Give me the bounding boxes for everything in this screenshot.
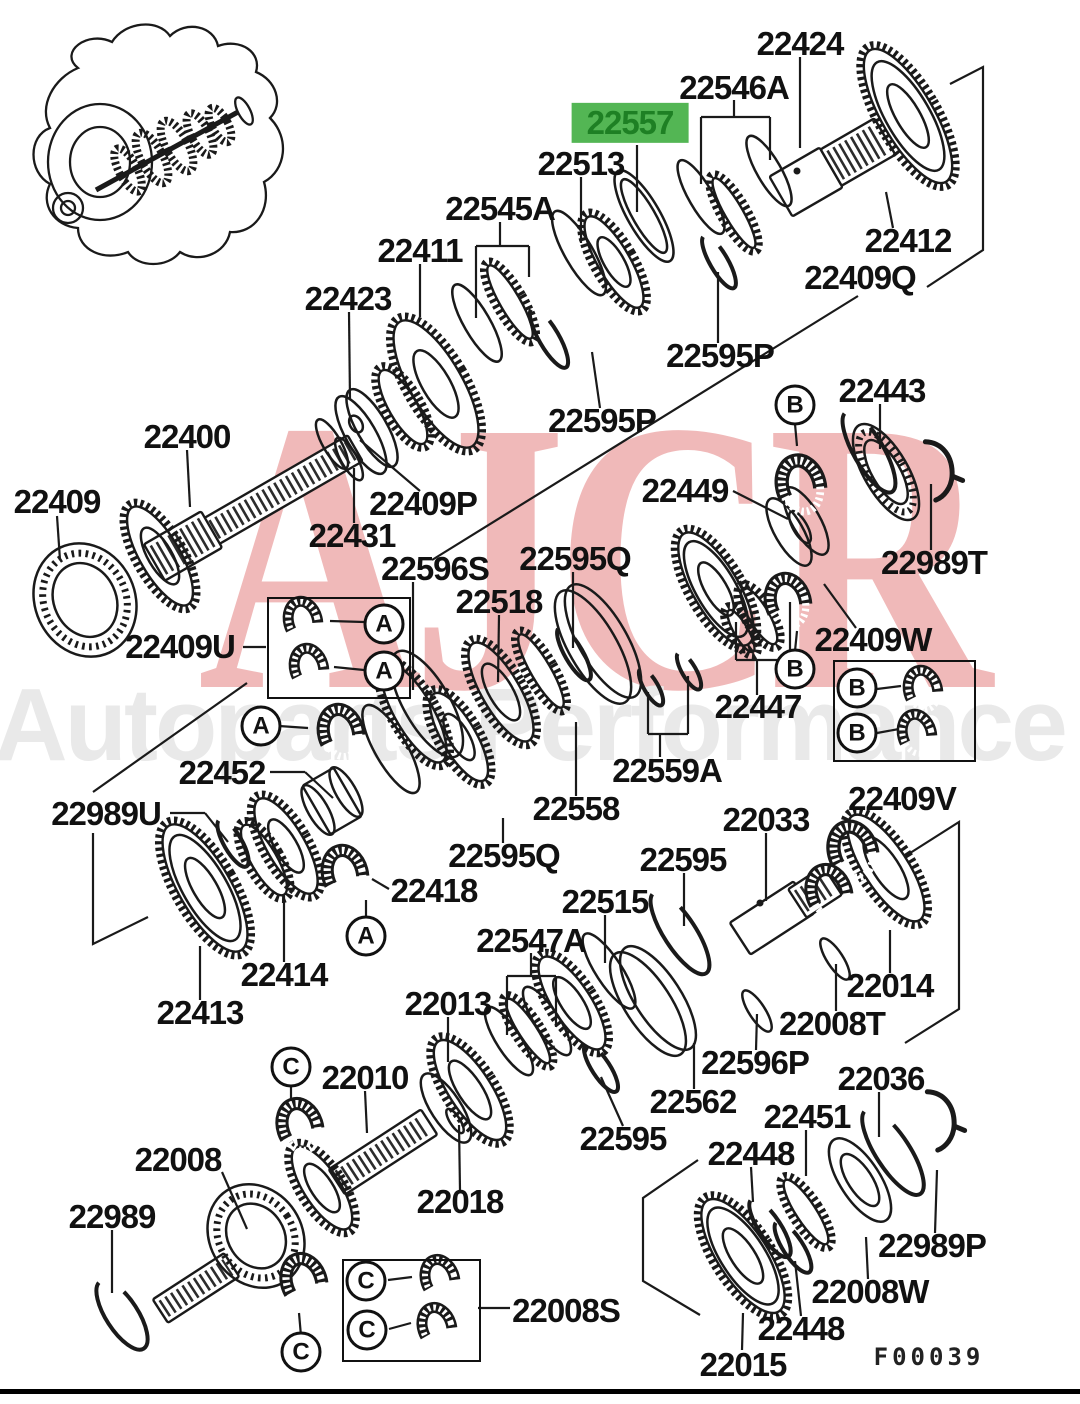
part-label-22452[interactable]: 22452 [178,753,267,791]
part-label-22418[interactable]: 22418 [390,871,479,909]
part-label-22595[interactable]: 22595 [639,840,728,878]
part-label-22423[interactable]: 22423 [304,279,393,317]
part-label-22518[interactable]: 22518 [455,582,544,620]
part-label-22400[interactable]: 22400 [143,417,232,455]
part-label-22015[interactable]: 22015 [699,1345,788,1383]
part-label-22008T[interactable]: 22008T [779,1004,886,1042]
part-label-22409Q[interactable]: 22409Q [804,258,916,296]
part-label-22008[interactable]: 22008 [134,1140,223,1178]
part-label-22989U[interactable]: 22989U [51,794,162,832]
part-label-22413[interactable]: 22413 [156,993,245,1031]
bearing-set-box [342,1259,481,1362]
part-label-22558[interactable]: 22558 [532,789,621,827]
part-label-22595P[interactable]: 22595P [548,401,657,439]
part-label-22008W[interactable]: 22008W [811,1272,930,1310]
bottom-rule [0,1389,1080,1394]
part-label-22989[interactable]: 22989 [68,1197,157,1235]
part-label-22036[interactable]: 22036 [837,1059,926,1097]
part-label-22562[interactable]: 22562 [649,1082,738,1120]
part-label-22448[interactable]: 22448 [707,1134,796,1172]
transmission-overview-inset [32,23,285,266]
part-label-22013[interactable]: 22013 [404,984,493,1022]
callout-c-badge: C [270,1046,312,1088]
part-label-22014[interactable]: 22014 [846,966,935,1004]
figure-code: F00039 [873,1342,985,1371]
part-label-22010[interactable]: 22010 [321,1058,410,1096]
part-label-22545A[interactable]: 22545A [445,189,556,227]
part-label-22559A[interactable]: 22559A [612,751,723,789]
bearing-set-box [833,660,976,762]
callout-b-badge: B [774,648,816,690]
part-label-22443[interactable]: 22443 [838,371,927,409]
part-label-22409[interactable]: 22409 [13,482,102,520]
part-label-22546A[interactable]: 22546A [679,68,790,106]
part-label-22431[interactable]: 22431 [308,516,397,554]
part-label-22596P[interactable]: 22596P [701,1043,810,1081]
part-label-22557[interactable]: 22557 [571,102,689,144]
part-label-22595Q[interactable]: 22595Q [519,539,631,577]
callout-c-badge: C [280,1331,322,1373]
part-label-22989T[interactable]: 22989T [881,543,988,581]
part-label-22547A[interactable]: 22547A [476,921,587,959]
callout-a-badge: A [363,603,405,645]
part-label-22033[interactable]: 22033 [722,800,811,838]
part-label-22595[interactable]: 22595 [579,1119,668,1157]
part-label-22596S[interactable]: 22596S [381,549,490,587]
part-label-22424[interactable]: 22424 [756,24,845,62]
callout-c-badge: C [346,1309,388,1351]
callout-a-badge: A [240,705,282,747]
leader-lines [55,57,985,1351]
part-label-22008S[interactable]: 22008S [512,1291,621,1329]
part-label-22513[interactable]: 22513 [537,144,626,182]
part-label-22412[interactable]: 22412 [864,221,953,259]
part-label-22451[interactable]: 22451 [763,1097,852,1135]
part-label-22595P[interactable]: 22595P [666,336,775,374]
callout-c-badge: C [345,1260,387,1302]
callout-a-badge: A [363,650,405,692]
part-label-22448[interactable]: 22448 [757,1309,846,1347]
part-label-22409W[interactable]: 22409W [814,620,933,658]
part-label-22447[interactable]: 22447 [714,687,803,725]
callout-b-badge: B [836,667,878,709]
part-label-22414[interactable]: 22414 [240,955,329,993]
part-label-22989P[interactable]: 22989P [878,1226,987,1264]
part-label-22515[interactable]: 22515 [561,882,650,920]
callout-b-badge: B [774,384,816,426]
part-label-22411[interactable]: 22411 [377,231,464,269]
part-label-22409U[interactable]: 22409U [125,627,236,665]
part-label-22595Q[interactable]: 22595Q [448,836,560,874]
callout-a-badge: A [345,915,387,957]
callout-b-badge: B [836,712,878,754]
part-label-22018[interactable]: 22018 [416,1182,505,1220]
part-label-22409V[interactable]: 22409V [848,779,957,817]
bearing-set-box [267,597,411,699]
part-label-22449[interactable]: 22449 [641,471,730,509]
part-label-22409P[interactable]: 22409P [369,484,478,522]
